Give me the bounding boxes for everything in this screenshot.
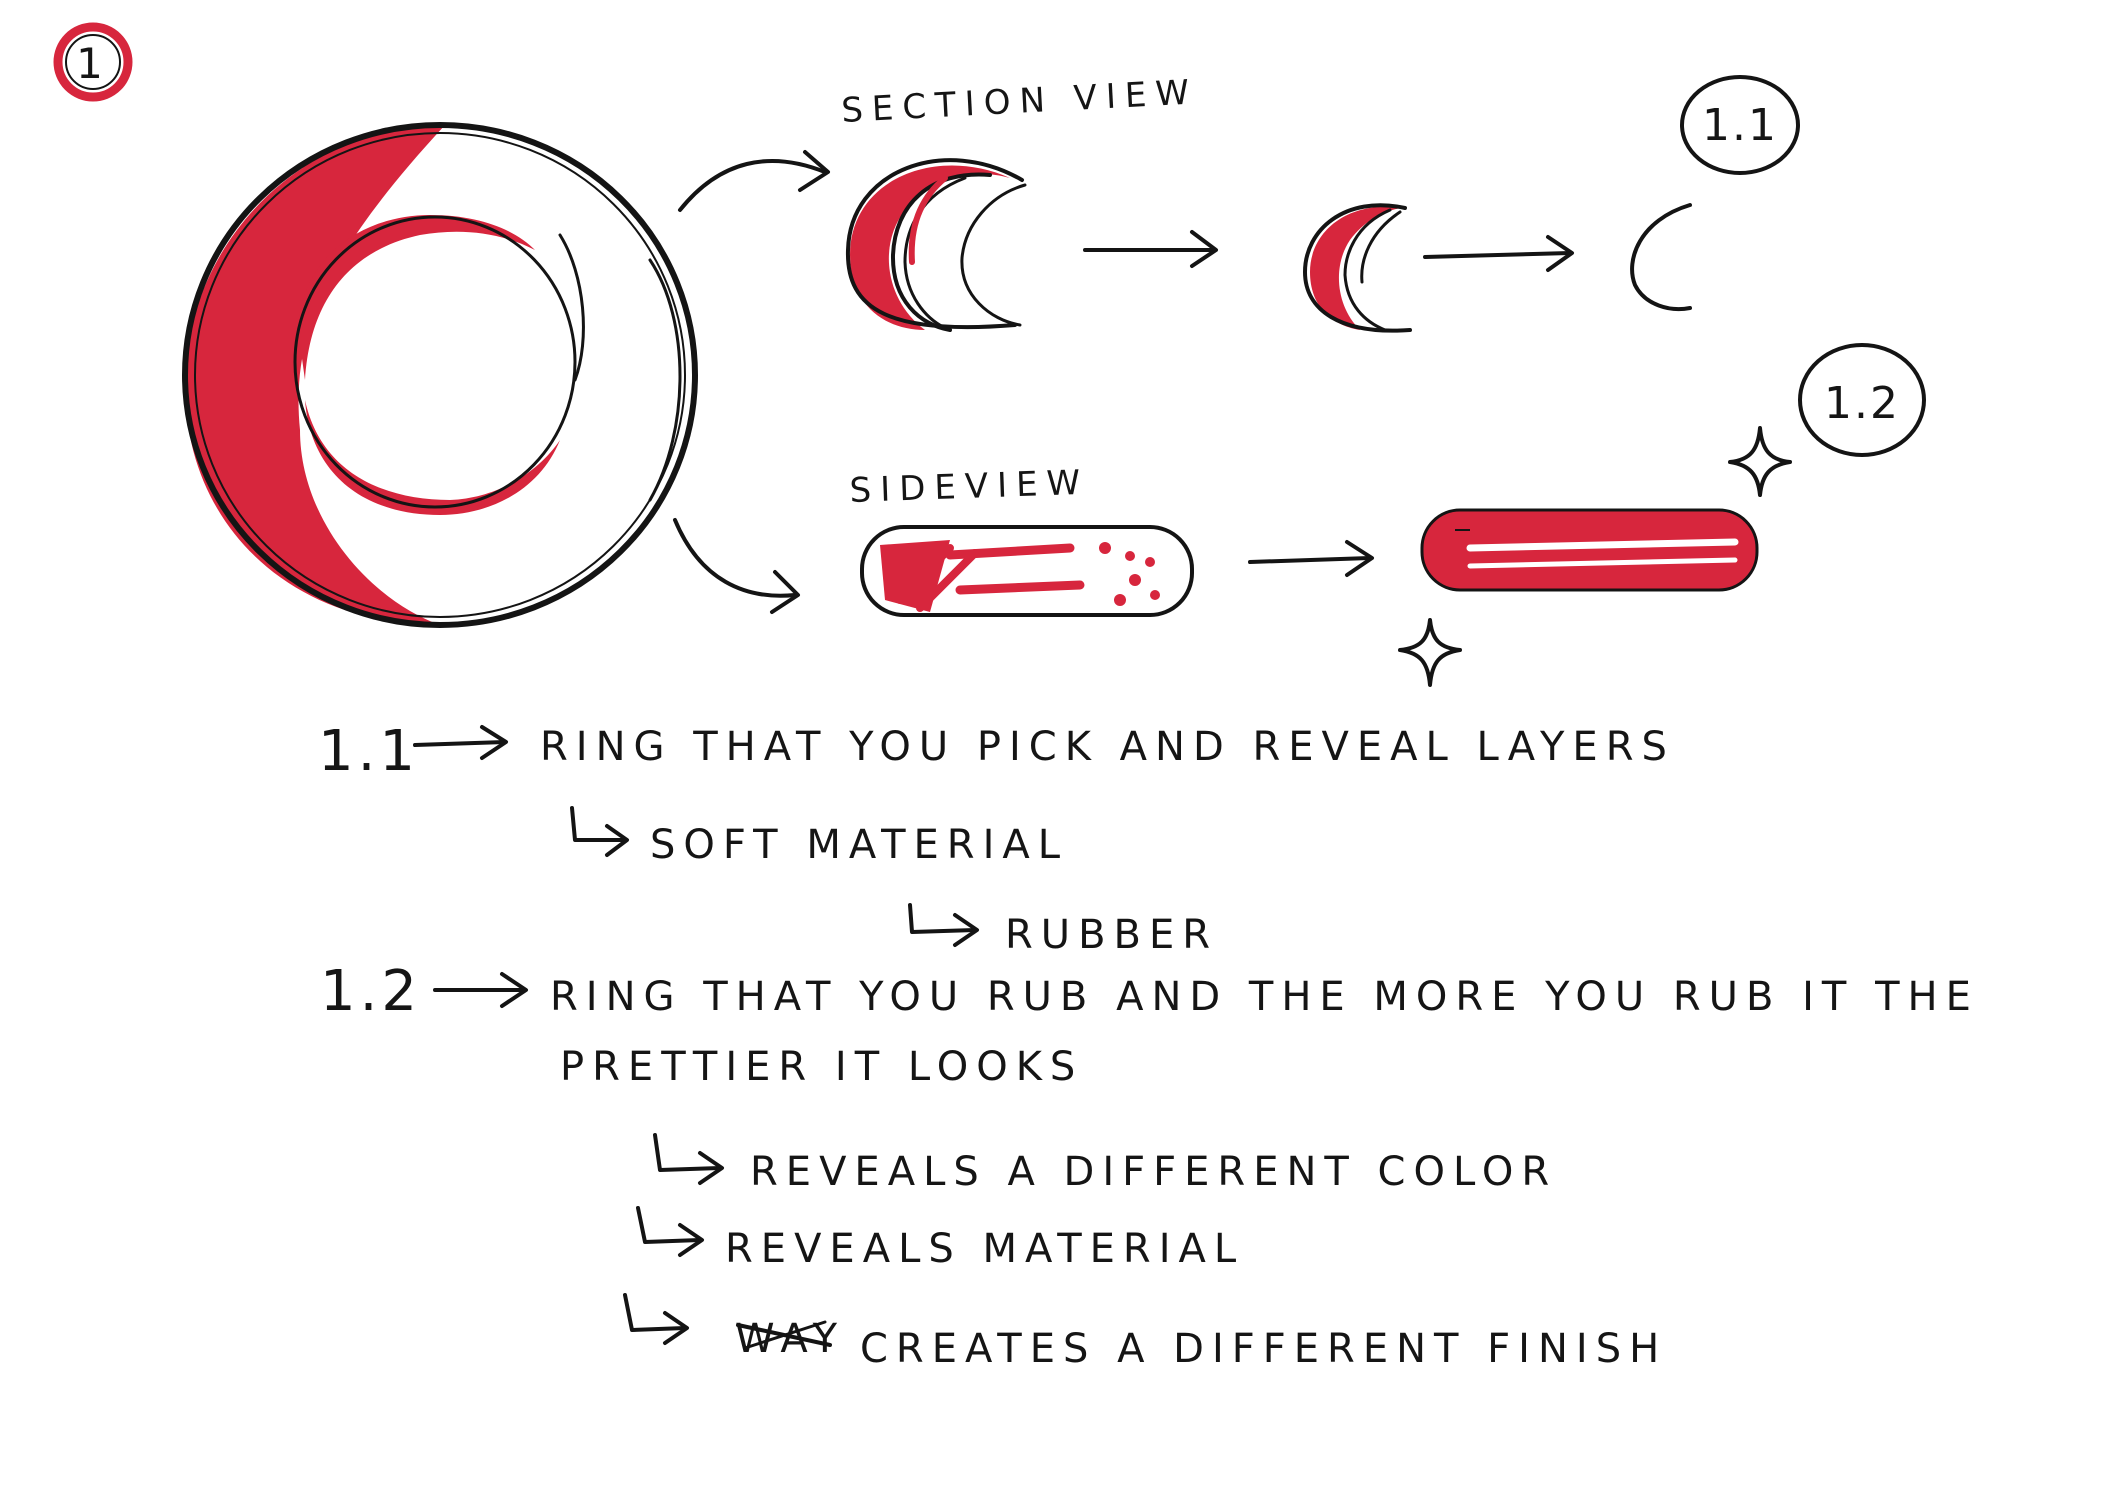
- hook-arrow-icon: [698, 1151, 724, 1185]
- note-1-2-number: 1.2: [320, 959, 421, 1024]
- note-1-2-sub-finish: CREATES A DIFFERENT FINISH: [860, 1326, 1667, 1372]
- badge-1-2: 1.2: [1798, 343, 1926, 457]
- curved-arrow-icon: [770, 570, 800, 614]
- note-1-2-sub-different-color: REVEALS A DIFFERENT COLOR: [750, 1149, 1557, 1195]
- page-badge-number: 1: [76, 39, 110, 88]
- section-crescent-layers: [845, 158, 1027, 332]
- arrow-right-icon: [413, 740, 507, 747]
- svg-text:1.2: 1.2: [1824, 378, 1900, 429]
- hook-arrow-icon: [953, 913, 979, 947]
- note-1-1-text: RING THAT YOU PICK AND REVEAL LAYERS: [540, 724, 1675, 770]
- arrow-right-icon: [1423, 251, 1572, 259]
- arrow-right-icon: [500, 972, 528, 1008]
- curved-arrow-icon: [798, 150, 830, 192]
- badge-1-1: 1.1: [1680, 75, 1800, 175]
- note-1-1-sub-rubber: RUBBER: [1005, 912, 1218, 958]
- sparkle-icon: [1728, 426, 1792, 497]
- hook-arrow-icon: [570, 806, 627, 842]
- struck-word: WAY: [735, 1316, 845, 1362]
- section-view-label: SECTION VIEW: [840, 72, 1199, 131]
- note-1-1-sub-soft-material: SOFT MATERIAL: [650, 822, 1068, 868]
- arrow-right-icon: [1190, 230, 1218, 268]
- side-view-bar-rough: [860, 525, 1194, 617]
- hook-arrow-icon: [663, 1311, 689, 1345]
- sparkle-icon: [1398, 618, 1462, 687]
- ring-front-view: [182, 122, 698, 628]
- arrow-right-icon: [1345, 540, 1374, 577]
- note-1-2-sub-material: REVEALS MATERIAL: [725, 1226, 1244, 1272]
- hook-arrow-icon: [908, 903, 977, 934]
- arrow-right-icon: [1248, 556, 1372, 564]
- arrow-right-icon: [1546, 235, 1574, 272]
- section-crescent-thin: [1630, 203, 1692, 312]
- hook-arrow-icon: [636, 1206, 702, 1244]
- hook-arrow-icon: [623, 1293, 687, 1332]
- note-1-2-text-line1: RING THAT YOU RUB AND THE MORE YOU RUB I…: [550, 974, 1979, 1020]
- side-view-label: SIDEVIEW: [849, 463, 1090, 511]
- arrow-right-icon: [480, 725, 508, 760]
- curved-arrow-icon: [678, 159, 827, 212]
- hook-arrow-icon: [678, 1223, 704, 1257]
- page-badge: 1: [53, 22, 133, 102]
- svg-text:WAY: WAY: [735, 1316, 845, 1362]
- note-1-1-number: 1.1: [318, 719, 419, 784]
- curved-arrow-icon: [673, 518, 797, 598]
- hook-arrow-icon: [653, 1133, 722, 1172]
- hook-arrow-icon: [605, 824, 629, 857]
- side-view-bar-polished: [1420, 508, 1759, 592]
- note-1-2-text-line2: PRETTIER IT LOOKS: [560, 1044, 1083, 1090]
- section-crescent-medium: [1303, 203, 1412, 333]
- svg-text:1.1: 1.1: [1702, 100, 1778, 151]
